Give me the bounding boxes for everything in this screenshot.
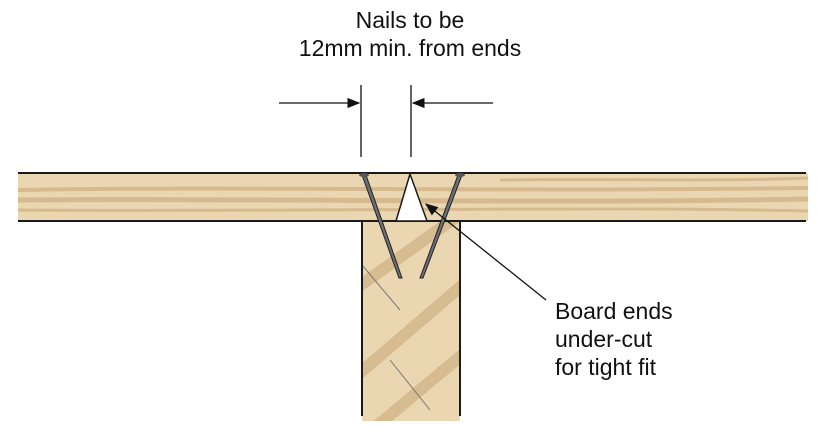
callout-leader bbox=[424, 203, 547, 301]
vertical-post bbox=[361, 221, 461, 421]
undercut-callout-label: Board ends under-cut for tight fit bbox=[555, 297, 673, 381]
dimension-markers bbox=[279, 85, 493, 157]
nails bbox=[359, 173, 465, 279]
nail-distance-label: Nails to be 12mm min. from ends bbox=[230, 6, 590, 62]
label-line: for tight fit bbox=[555, 354, 656, 380]
label-line: 12mm min. from ends bbox=[298, 35, 522, 61]
undercut-gap bbox=[394, 171, 429, 222]
label-line: under-cut bbox=[555, 326, 653, 352]
label-line: Board ends bbox=[555, 298, 673, 324]
label-line: Nails to be bbox=[355, 7, 465, 33]
